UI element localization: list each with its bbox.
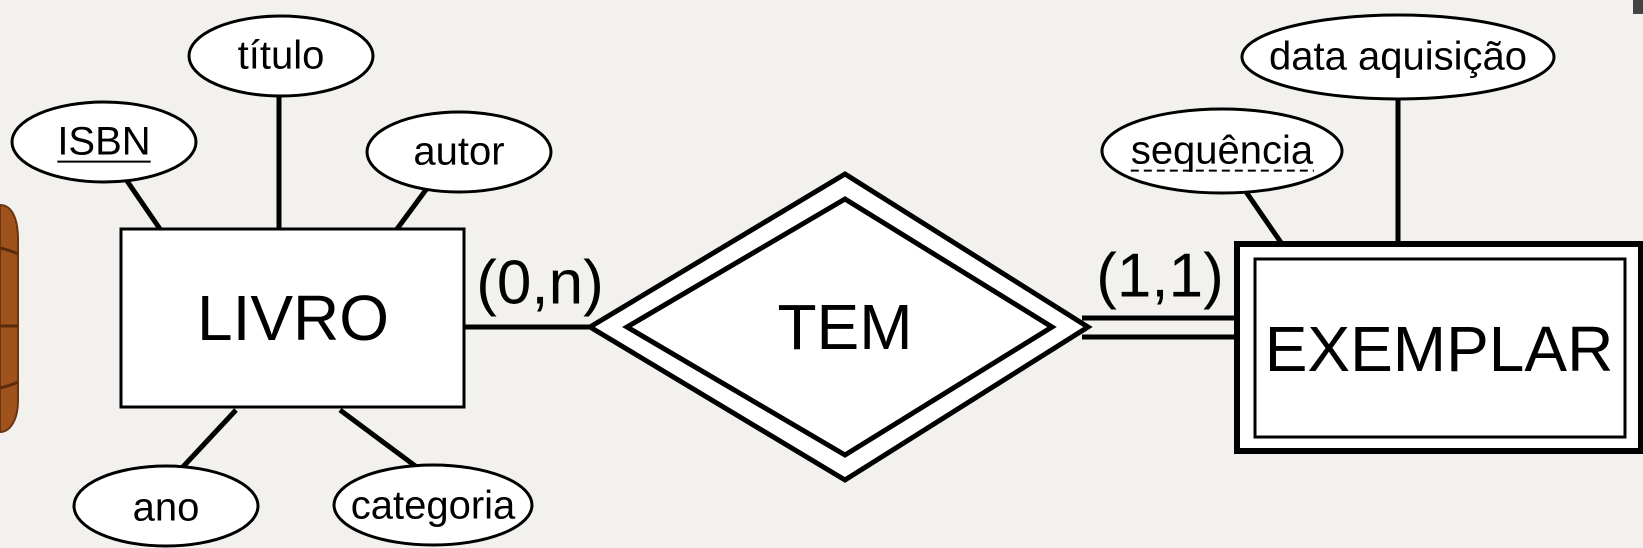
connector-categoria [338,407,420,471]
attribute-sequencia: sequência [1100,107,1344,195]
attribute-autor-label: autor [413,130,504,174]
attribute-autor: autor [365,110,553,194]
attribute-categoria: categoria [332,463,534,547]
decorative-corner-right [1633,0,1643,14]
connector-autor [394,185,431,231]
attribute-sequencia-label: sequência [1131,129,1314,173]
decorative-clipart-left [0,203,19,434]
connector-ano [178,408,238,472]
entity-exemplar-label: EXEMPLAR [1265,313,1614,385]
relationship-tem: TEM [585,171,1093,483]
cardinality-livro: (0,n) [476,248,603,317]
cardinality-exemplar: (1,1) [1096,241,1223,310]
attribute-ano-label: ano [133,486,200,530]
connector-isbn [122,176,163,231]
attribute-data-aquisicao-label: data aquisição [1269,35,1527,79]
attribute-titulo-label: título [238,34,325,78]
attribute-titulo: título [187,14,375,98]
attribute-isbn-label: ISBN [57,120,150,164]
connector-sequencia [1239,184,1285,246]
entity-livro-label: LIVRO [197,282,389,354]
attribute-data-aquisicao: data aquisição [1240,13,1556,101]
attribute-categoria-label: categoria [351,484,516,528]
relationship-tem-label: TEM [777,291,912,363]
attribute-ano: ano [72,464,260,548]
attribute-isbn: ISBN [10,100,198,184]
entity-livro: LIVRO [119,227,466,409]
entity-exemplar: EXEMPLAR [1234,241,1643,454]
